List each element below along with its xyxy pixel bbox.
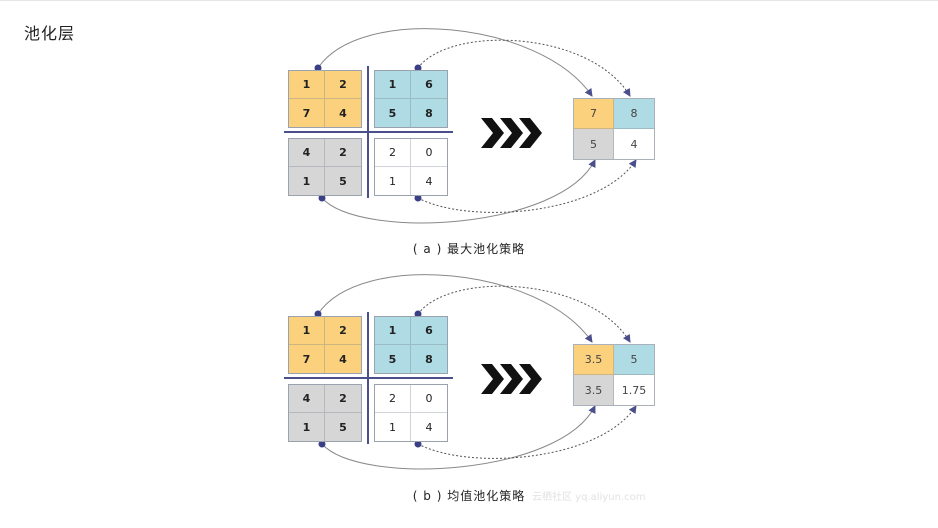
grid-cell: 1 xyxy=(289,71,325,99)
arc-bottom-right xyxy=(417,405,637,459)
input-grid-bottom-right: 2 0 1 4 xyxy=(374,138,448,196)
output-cell: 5 xyxy=(614,345,654,375)
dot-bottom-left xyxy=(318,440,326,448)
input-grid-top-right: 1 6 5 8 xyxy=(374,316,448,374)
grid-cell: 8 xyxy=(411,345,447,373)
arc-top-right xyxy=(417,285,631,343)
grid-cell: 7 xyxy=(289,345,325,373)
grid-cell: 4 xyxy=(411,167,447,195)
dot-bottom-right xyxy=(414,194,422,202)
caption-average-pooling: ( b ) 均值池化策略 xyxy=(412,489,526,503)
dot-top-right xyxy=(414,64,422,72)
caption-max-pooling: ( a ) 最大池化策略 xyxy=(412,242,526,256)
input-grid-bottom-left: 4 2 1 5 xyxy=(288,384,362,442)
grid-cell: 4 xyxy=(325,345,361,373)
average-pooling-diagram: 1 2 7 4 1 6 5 8 4 2 1 5 2 0 1 4 3.5 5 3.… xyxy=(0,246,938,496)
arc-top-left xyxy=(317,28,593,97)
input-grid-top-right: 1 6 5 8 xyxy=(374,70,448,128)
grid-cell: 8 xyxy=(411,99,447,127)
output-cell: 3.5 xyxy=(574,375,614,405)
grid-cell: 1 xyxy=(375,71,411,99)
arc-bottom-left xyxy=(321,159,596,224)
output-cell: 4 xyxy=(614,129,654,159)
dot-top-left xyxy=(314,310,322,318)
grid-cell: 2 xyxy=(375,385,411,413)
input-grid-top-left: 1 2 7 4 xyxy=(288,70,362,128)
grid-cell: 1 xyxy=(289,413,325,441)
grid-cell: 1 xyxy=(375,317,411,345)
arc-top-right xyxy=(417,39,631,97)
dot-bottom-left xyxy=(318,194,326,202)
grid-cell: 6 xyxy=(411,71,447,99)
grid-cell: 5 xyxy=(375,345,411,373)
grid-cell: 0 xyxy=(411,385,447,413)
arc-bottom-left xyxy=(321,405,596,470)
grid-cell: 4 xyxy=(289,139,325,167)
output-cell: 1.75 xyxy=(614,375,654,405)
grid-cell: 5 xyxy=(325,413,361,441)
input-grid-bottom-left: 4 2 1 5 xyxy=(288,138,362,196)
grid-cell: 1 xyxy=(375,167,411,195)
grid-cell: 2 xyxy=(325,71,361,99)
grid-cell: 1 xyxy=(289,317,325,345)
connector-lines xyxy=(284,28,637,224)
arc-top-left xyxy=(317,274,593,343)
grid-cell: 1 xyxy=(375,413,411,441)
arc-bottom-right xyxy=(417,159,637,213)
grid-cell: 2 xyxy=(325,317,361,345)
top-divider xyxy=(0,0,938,1)
chevron-arrow-icon xyxy=(481,118,542,148)
dot-top-right xyxy=(414,310,422,318)
grid-cell: 4 xyxy=(325,99,361,127)
page-title: 池化层 xyxy=(24,24,76,43)
grid-cell: 2 xyxy=(325,385,361,413)
watermark: 云栖社区 yq.aliyun.com xyxy=(532,492,646,503)
output-cell: 7 xyxy=(574,99,614,129)
grid-cell: 2 xyxy=(325,139,361,167)
output-grid: 7 8 5 4 xyxy=(573,98,655,160)
grid-cell: 2 xyxy=(375,139,411,167)
dot-top-left xyxy=(314,64,322,72)
grid-cell: 1 xyxy=(289,167,325,195)
grid-cell: 4 xyxy=(411,413,447,441)
connector-lines xyxy=(284,274,637,470)
chevron-arrow-icon xyxy=(481,364,542,394)
output-cell: 3.5 xyxy=(574,345,614,375)
grid-cell: 7 xyxy=(289,99,325,127)
input-grid-top-left: 1 2 7 4 xyxy=(288,316,362,374)
max-pooling-diagram: 1 2 7 4 1 6 5 8 4 2 1 5 2 0 1 4 7 8 5 4 xyxy=(0,0,938,250)
output-cell: 5 xyxy=(574,129,614,159)
dot-bottom-right xyxy=(414,440,422,448)
grid-cell: 5 xyxy=(375,99,411,127)
grid-cell: 4 xyxy=(289,385,325,413)
grid-cell: 6 xyxy=(411,317,447,345)
output-cell: 8 xyxy=(614,99,654,129)
grid-cell: 5 xyxy=(325,167,361,195)
output-grid: 3.5 5 3.5 1.75 xyxy=(573,344,655,406)
input-grid-bottom-right: 2 0 1 4 xyxy=(374,384,448,442)
grid-cell: 0 xyxy=(411,139,447,167)
